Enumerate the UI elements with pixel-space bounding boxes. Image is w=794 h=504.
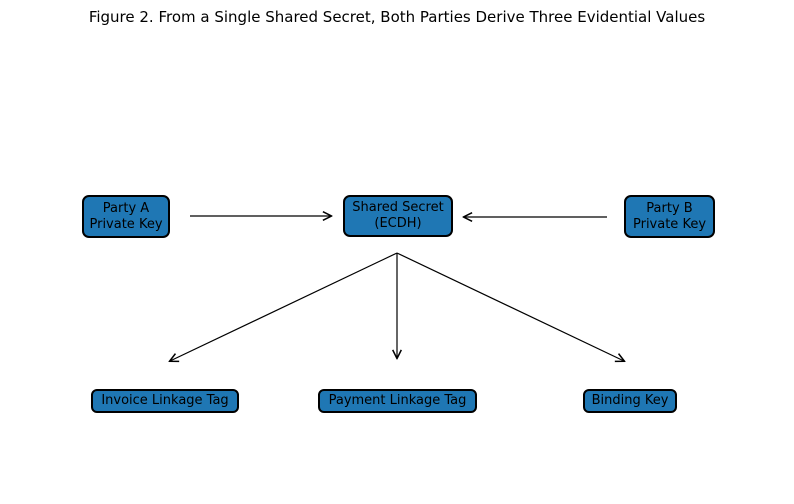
node-party-a-private-key: Party A Private Key (82, 195, 170, 238)
figure-title: Figure 2. From a Single Shared Secret, B… (88, 8, 706, 26)
arrow-shared-secret-to-binding-key (396, 252, 624, 361)
node-shared-secret-ecdh: Shared Secret (ECDH) (343, 195, 453, 237)
arrow-shared-secret-to-invoice-tag (170, 252, 398, 361)
node-invoice-linkage-tag: Invoice Linkage Tag (91, 389, 239, 413)
node-binding-key: Binding Key (583, 389, 677, 413)
node-payment-linkage-tag: Payment Linkage Tag (318, 389, 477, 413)
node-party-b-private-key: Party B Private Key (624, 195, 715, 238)
